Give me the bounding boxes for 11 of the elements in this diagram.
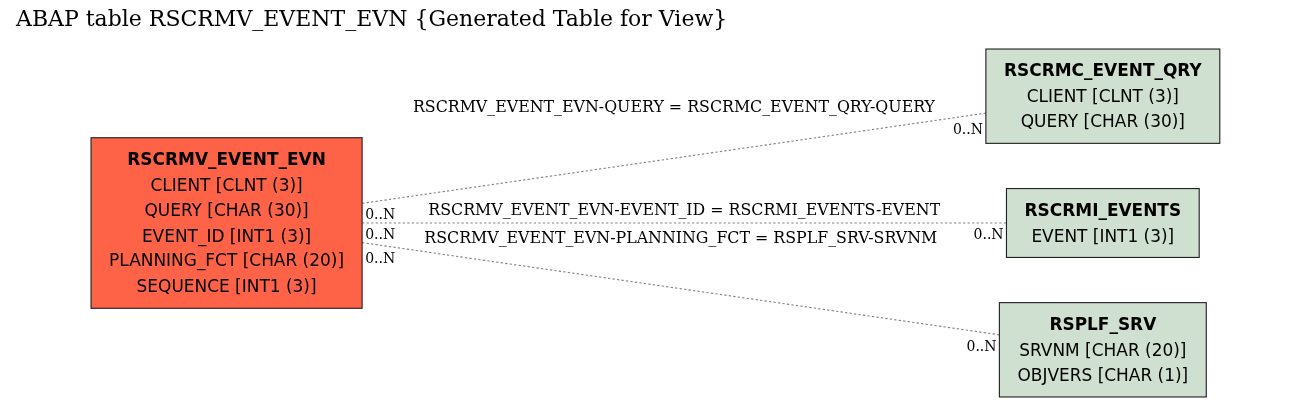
cardinality-label: 0..N [365, 226, 396, 242]
table-box: RSCRMV_EVENT_EVN CLIENT [CLNT (3)] QUERY [CHAR (30)] EVENT_ID [INT1 (3)] PLANNING_FCT [CHAR (20)] SEQUENCE [INT1 (3)] [90, 137, 363, 309]
cardinality-label: 0..N [365, 206, 396, 223]
cardinality-label: 0..N [952, 120, 983, 137]
table-box: RSCRMI_EVENTS EVENT [INT1 (3)] [1005, 188, 1200, 258]
cardinality-label: 0..N [973, 226, 1004, 242]
title: ABAP table RSCRMV_EVENT_EVN {Generated Table for View} [16, 6, 728, 31]
cardinality-label: 0..N [365, 250, 396, 267]
cardinality-label: 0..N [966, 337, 997, 354]
table-box: RSPLF_SRV SRVNM [CHAR (20)] OBJVERS [CHAR (1)] [998, 302, 1207, 398]
table-box: RSCRMC_EVENT_QRY CLIENT [CLNT (3)] QUERY [CHAR (30)] [985, 48, 1221, 144]
